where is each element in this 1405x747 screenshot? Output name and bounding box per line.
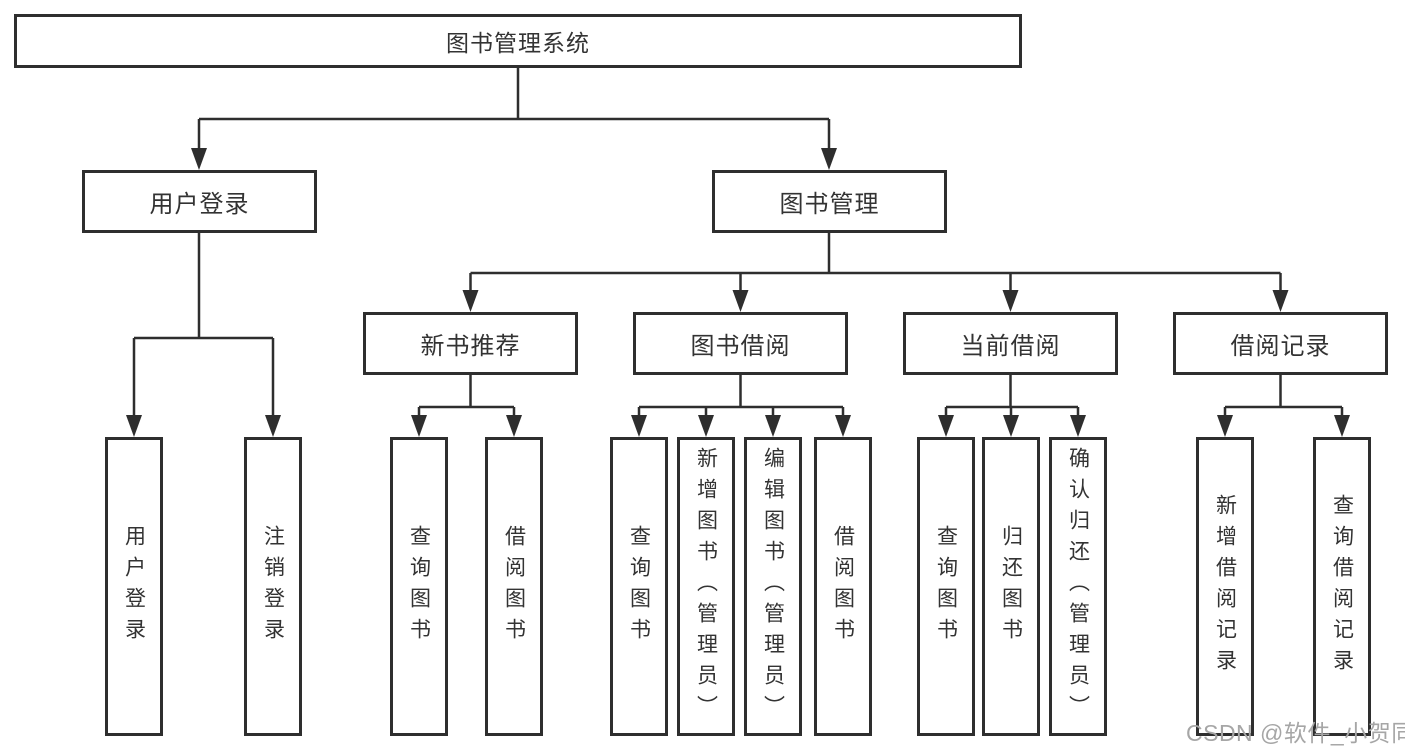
csdn-watermark: CSDN @软件_小贺同学 (1186, 720, 1405, 746)
leaf-records-add-record: 新增借阅记录 (1196, 437, 1254, 736)
leaf-borrow-query-books: 查询图书 (610, 437, 668, 736)
leaf-borrow-add-books-admin: 新增图书（管理员） (677, 437, 735, 736)
node-current-borrow: 当前借阅 (903, 312, 1118, 375)
leaf-current-return-books: 归还图书 (982, 437, 1040, 736)
node-root-system: 图书管理系统 (14, 14, 1022, 68)
node-user-login: 用户登录 (82, 170, 317, 233)
leaf-newbook-borrow-books: 借阅图书 (485, 437, 543, 736)
node-book-management: 图书管理 (712, 170, 947, 233)
leaf-user-login: 用户登录 (105, 437, 163, 736)
leaf-current-confirm-return-admin: 确认归还（管理员） (1049, 437, 1107, 736)
leaf-borrow-edit-books-admin: 编辑图书（管理员） (744, 437, 802, 736)
node-book-borrow: 图书借阅 (633, 312, 848, 375)
leaf-current-query-books: 查询图书 (917, 437, 975, 736)
leaf-newbook-query-books: 查询图书 (390, 437, 448, 736)
node-new-book-recommend: 新书推荐 (363, 312, 578, 375)
leaf-borrow-borrow-books: 借阅图书 (814, 437, 872, 736)
leaf-logout: 注销登录 (244, 437, 302, 736)
node-borrow-records: 借阅记录 (1173, 312, 1388, 375)
leaf-records-query-record: 查询借阅记录 (1313, 437, 1371, 736)
